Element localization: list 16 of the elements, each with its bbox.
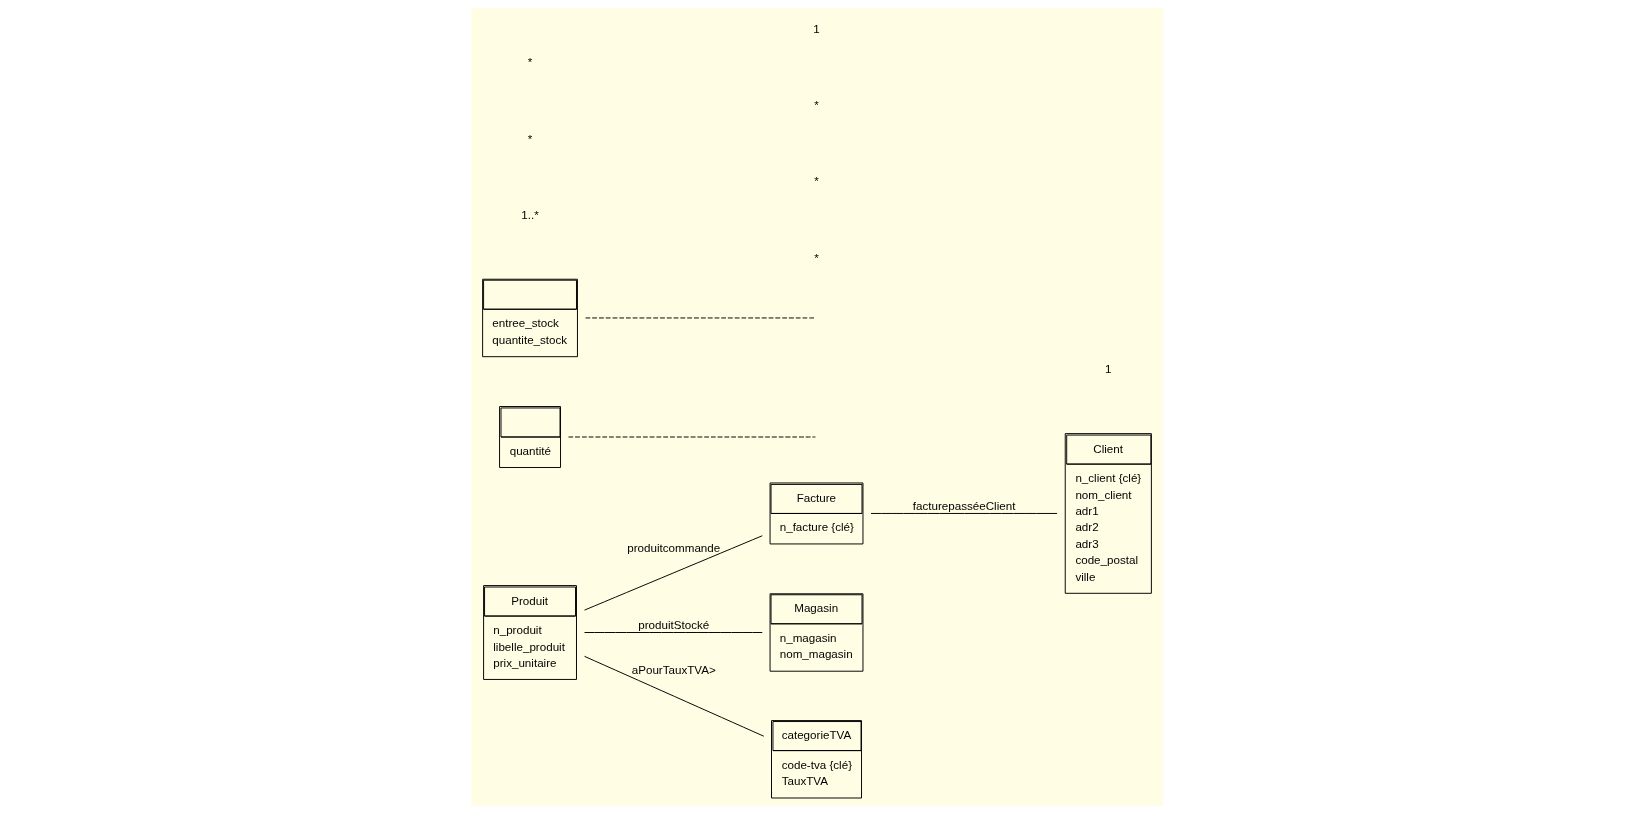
- label: 1: [812, 21, 820, 35]
- edge-label: facturepasséeClient: [912, 499, 1015, 513]
- connector: [583, 535, 763, 611]
- label: *: [527, 55, 532, 69]
- label: 1..*: [520, 208, 539, 222]
- edge-label: produitcommande: [626, 540, 720, 554]
- label: *: [527, 131, 532, 145]
- connector: [870, 512, 1058, 514]
- edge-label: aPourTauxTVA>: [631, 662, 716, 676]
- connector: [583, 655, 764, 737]
- connector: [583, 632, 763, 633]
- label: *: [813, 250, 819, 264]
- edge-label: produitStocké: [637, 618, 709, 632]
- label: *: [813, 98, 819, 111]
- label: 1: [1104, 362, 1112, 376]
- label: *: [813, 174, 819, 188]
